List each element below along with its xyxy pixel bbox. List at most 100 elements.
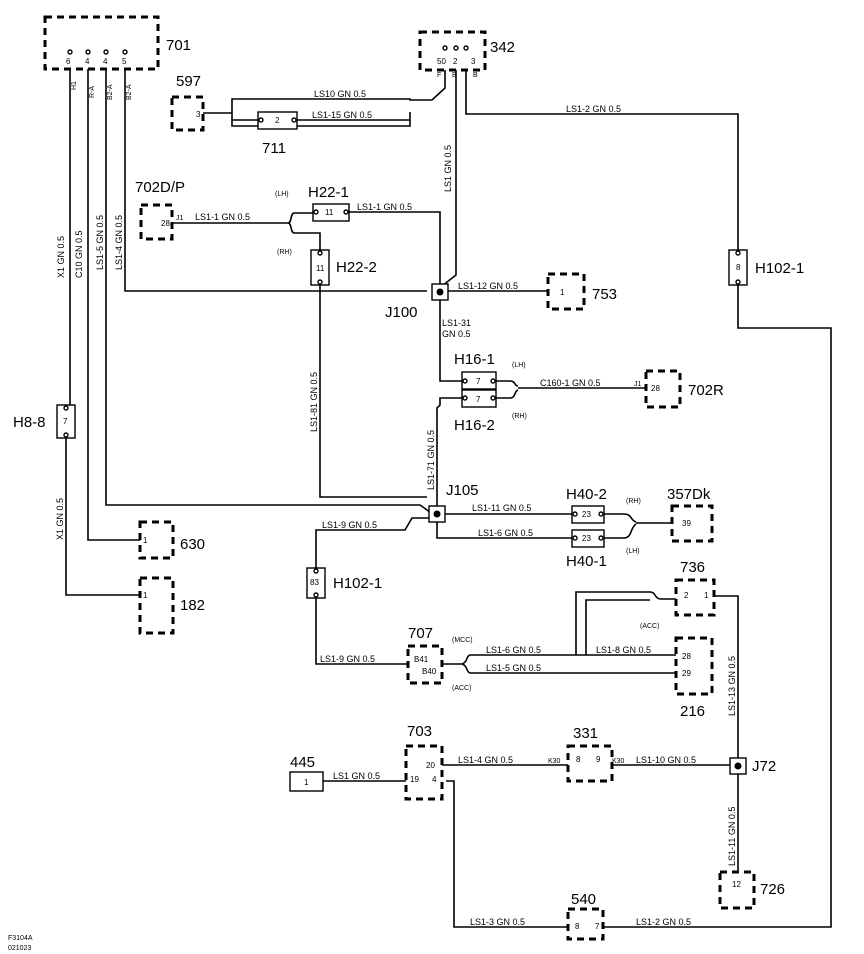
connector-h22-1-pin-a [313, 209, 319, 215]
connector-h22-2-pin-a [317, 250, 323, 256]
footer-date: 021023 [8, 945, 31, 952]
footer-code: F3104A [8, 935, 33, 942]
pin-342-2: 2 [453, 57, 458, 66]
wire-ls1-13 [710, 595, 739, 758]
variant-rh-2: (RH) [512, 413, 527, 420]
pin-630-1: 1 [143, 536, 148, 545]
wire-label-ls1-31-b: GN 0.5 [442, 329, 471, 339]
pin-182-1: 1 [143, 591, 148, 600]
label-753: 753 [592, 286, 617, 303]
wire-label-ls1-6-b: LS1-6 GN 0.5 [486, 645, 541, 655]
connector-h22-1-pin-b [343, 209, 349, 215]
wire-ls10 [231, 66, 446, 127]
wires [65, 66, 832, 928]
wire-label-ls1-11: LS1-11 GN 0.5 [472, 503, 531, 513]
wire-label-ls1-10: LS1-10 GN 0.5 [636, 755, 696, 765]
splices [428, 283, 747, 775]
label-h8-8: H8-8 [13, 414, 46, 431]
wire-label-ls1-9-b: LS1-9 GN 0.5 [320, 654, 375, 664]
component-540 [566, 907, 605, 941]
pin-h8-8: 7 [63, 417, 68, 426]
connector-h40-2 [571, 505, 605, 524]
component-182 [138, 576, 175, 635]
connector-711 [257, 111, 298, 130]
wire-h16-2-out [496, 389, 519, 399]
term-331-k30-b: K30 [612, 758, 625, 765]
component-701 [43, 15, 160, 71]
wire-h22-2-lead [287, 222, 321, 250]
pin-h40-1: 23 [582, 534, 591, 543]
component-331 [566, 744, 614, 783]
pin-707-b40: B40 [422, 667, 437, 676]
variant-lh-1: (LH) [275, 191, 289, 198]
connector-h16-2 [461, 389, 497, 408]
label-726: 726 [760, 881, 785, 898]
label-701: 701 [166, 37, 191, 54]
wire-label-ls1-71: LS1-71 GN 0.5 [426, 430, 436, 490]
component-357dk [670, 504, 714, 543]
wire-label-ls1-1-a: LS1-1 GN 0.5 [195, 212, 250, 222]
wire-label-ls1-6-a: LS1-6 GN 0.5 [478, 528, 533, 538]
term-701-4b [103, 49, 109, 55]
label-h16-2: H16-2 [454, 417, 495, 434]
wire-ls1-9-a [315, 517, 429, 568]
component-726 [718, 870, 756, 910]
splice-j100-dot [436, 288, 444, 296]
wire-label-x1-top: X1 GN 0.5 [56, 236, 66, 278]
wire-acc-loop [575, 591, 650, 655]
label-357dk: 357Dk [667, 486, 711, 503]
wire-label-c10: C10 GN 0.5 [74, 230, 84, 278]
pin-357dk-39: 39 [682, 519, 691, 528]
connector-711-pin-b [291, 117, 297, 123]
component-703 [404, 744, 444, 801]
label-h40-2: H40-2 [566, 486, 607, 503]
connector-h16-1-pin-b [490, 378, 496, 384]
wire-ls1-81 [319, 285, 427, 498]
wire-ls1-2-top [465, 66, 739, 250]
label-j105: J105 [446, 482, 479, 499]
wire-label-ls1-4: LS1-4 GN 0.5 [114, 215, 124, 270]
connector-711-pin-a [258, 117, 264, 123]
pin-h22-1: 11 [325, 208, 334, 217]
pin-701-4a: 4 [85, 57, 90, 66]
component-702dp [139, 203, 174, 241]
pin-h102-top: 8 [736, 263, 741, 272]
connector-h8-8-pin-b [63, 432, 69, 438]
connector-h40-1-pin-a [572, 535, 578, 541]
connector-h22-2-pin-b [317, 279, 323, 285]
pin-707-b41: B41 [414, 655, 429, 664]
label-702dp: 702D/P [135, 179, 185, 196]
connector-h16-1-pin-a [462, 378, 468, 384]
term-701-h1: H1 [71, 81, 78, 90]
wire-c10 [87, 66, 140, 541]
variant-notes: (LH) (RH) (LH) (RH) (RH) (LH) (ACC) (MCC… [275, 191, 659, 692]
pin-342-50: 50 [437, 57, 446, 66]
wire-ls1-9-b [315, 598, 410, 665]
term-702dp-j1: J1 [176, 215, 184, 222]
wire-ls1-6-b [461, 654, 680, 665]
pin-540-8: 8 [575, 922, 580, 931]
wire-ls1-3 [446, 780, 568, 928]
connector-h102-1-mid-pin-b [313, 592, 319, 598]
wire-ls1-4 [124, 66, 427, 292]
label-h102-1-mid: H102-1 [333, 575, 382, 592]
splice-j72-dot [734, 762, 742, 770]
label-182: 182 [180, 597, 205, 614]
inline-connectors [56, 111, 748, 599]
label-h22-1: H22-1 [308, 184, 349, 201]
wire-h22-1-lead [287, 212, 313, 224]
connector-h102-1-mid [306, 567, 326, 599]
pin-331-8: 8 [576, 755, 581, 764]
label-445: 445 [290, 754, 315, 771]
component-216 [674, 636, 714, 696]
component-342 [418, 30, 487, 72]
label-342: 342 [490, 39, 515, 56]
term-342-b2: B [473, 72, 478, 79]
pin-701-5: 5 [122, 57, 127, 66]
wire-ls1-5-b [461, 663, 680, 674]
label-736: 736 [680, 559, 705, 576]
variant-acc-1: (ACC) [640, 623, 659, 630]
wire-h40-2-out [604, 513, 637, 523]
wire-x1-lower [65, 438, 140, 596]
